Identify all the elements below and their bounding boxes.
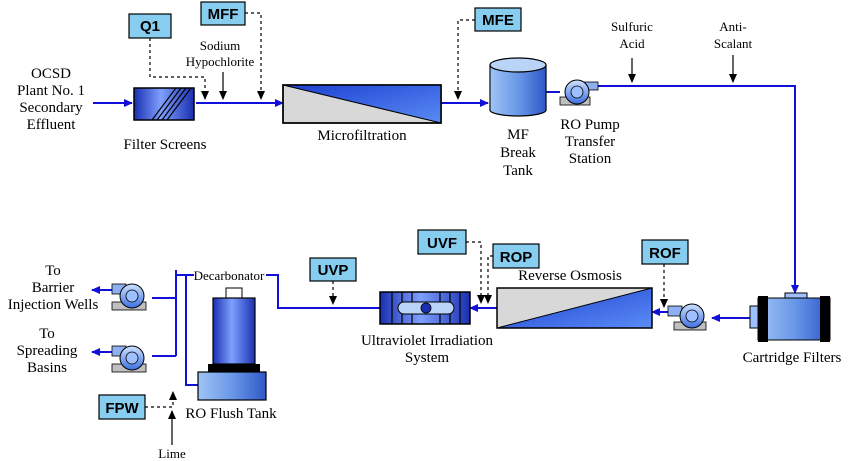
- tag-fpw-label: FPW: [105, 400, 139, 417]
- flow-flush-return: [185, 274, 198, 386]
- tag-rof-label: ROF: [649, 245, 681, 262]
- fpw-signal-line: [145, 391, 177, 408]
- uv-label-1: Ultraviolet Irradiation: [361, 333, 494, 349]
- tag-mff-label: MFF: [208, 6, 239, 23]
- microfiltration-unit-icon: [282, 84, 442, 124]
- tag-uvf-label: UVF: [427, 235, 457, 252]
- tag-rof: ROF: [641, 239, 689, 265]
- barrier-pump-icon: [111, 283, 147, 311]
- tag-uvp-label: UVP: [318, 262, 349, 279]
- microfiltration-label: Microfiltration: [317, 128, 407, 144]
- tag-fpw: FPW: [98, 394, 146, 420]
- reverse-osmosis-label: Reverse Osmosis: [518, 268, 622, 284]
- tag-uvf: UVF: [417, 229, 467, 255]
- sulfuric-label-2: Acid: [619, 36, 645, 51]
- spreading-label-2: Spreading: [17, 343, 78, 359]
- barrier-label-2: Barrier: [32, 280, 74, 296]
- sulfuric-label-1: Sulfuric: [611, 19, 653, 34]
- tag-q1-label: Q1: [140, 18, 160, 35]
- antiscalant-label-2: Scalant: [714, 36, 753, 51]
- decarbonator-label: Decarbonator: [194, 268, 265, 283]
- mf-break-tank-icon: [489, 57, 547, 117]
- mff-signal-line: [245, 12, 265, 100]
- uv-irradiation-system-icon: [379, 291, 471, 325]
- mf-tank-label-2: Break: [500, 145, 536, 161]
- decarbonator-icon: [208, 287, 260, 372]
- mf-tank-label-3: Tank: [503, 163, 533, 179]
- rop-signal-line: [484, 255, 493, 304]
- lime-label: Lime: [158, 446, 186, 461]
- ro-feed-pump-icon: [667, 303, 707, 331]
- flow-pump-to-cartridge: [598, 85, 799, 294]
- spreading-pump-icon: [111, 345, 147, 373]
- tag-rop-label: ROP: [500, 249, 533, 266]
- uv-label-2: System: [405, 350, 450, 366]
- uvf-signal-line: [466, 241, 485, 304]
- flow-lines: [91, 85, 799, 386]
- source-label-1: OCSD: [31, 66, 71, 82]
- tag-mfe-label: MFE: [482, 12, 514, 29]
- cartridge-filters-icon: [749, 292, 831, 342]
- mf-tank-label-1: MF: [507, 127, 529, 143]
- reverse-osmosis-unit-icon: [496, 287, 653, 329]
- tag-mff: MFF: [200, 1, 246, 26]
- sodium-label: Sodium: [200, 38, 240, 53]
- ro-flush-tank-label: RO Flush Tank: [185, 406, 277, 422]
- tag-mfe: MFE: [474, 7, 522, 32]
- spreading-label-1: To: [39, 326, 55, 342]
- ro-pump-label-1: RO Pump: [560, 117, 620, 133]
- barrier-label-3: Injection Wells: [8, 297, 99, 313]
- ro-flush-tank-icon: [197, 371, 267, 401]
- filter-screens-label: Filter Screens: [124, 137, 207, 153]
- signal-lines: [145, 12, 737, 445]
- hypochlorite-label: Hypochlorite: [186, 54, 255, 69]
- tag-uvp: UVP: [309, 257, 357, 282]
- cartridge-filters-label: Cartridge Filters: [743, 350, 842, 366]
- source-label-3: Secondary: [19, 100, 83, 116]
- ro-transfer-pump-icon: [559, 79, 599, 106]
- source-label-2: Plant No. 1: [17, 83, 85, 99]
- ro-pump-label-3: Station: [569, 151, 612, 167]
- spreading-label-3: Basins: [27, 360, 67, 376]
- source-label-4: Effluent: [27, 117, 77, 133]
- filter-screens-icon: [133, 87, 195, 121]
- mfe-signal-line: [454, 19, 475, 100]
- q1-signal-line: [149, 38, 209, 100]
- tag-rop: ROP: [492, 243, 540, 269]
- antiscalant-label-1: Anti-: [719, 19, 746, 34]
- flow-uv-to-decarbonator: [266, 274, 380, 309]
- barrier-label-1: To: [45, 263, 61, 279]
- tag-q1: Q1: [128, 13, 172, 39]
- labels: OCSD Plant No. 1 Secondary Effluent Filt…: [8, 19, 842, 461]
- ro-pump-label-2: Transfer: [565, 134, 615, 150]
